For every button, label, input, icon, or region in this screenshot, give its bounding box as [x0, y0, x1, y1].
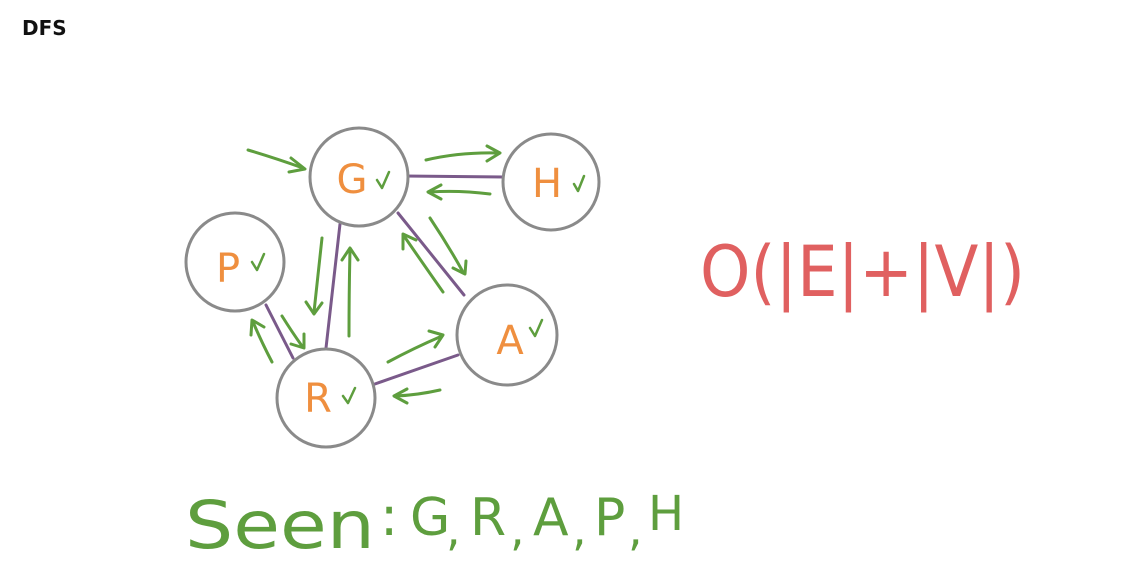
arrow-p-to-r [280, 314, 306, 350]
seen-line: Seen : G , R , A , P , H [185, 485, 684, 564]
arrow-g-to-r [304, 236, 324, 316]
seen-separator: , [572, 502, 587, 556]
arrow-h-to-g [426, 183, 492, 201]
node-circle [275, 347, 377, 449]
arrow-g-to-h [424, 144, 502, 163]
node-r: R [275, 347, 377, 449]
arrow-r-to-g [340, 246, 360, 338]
seen-item: A [533, 488, 569, 548]
arrow-start-to-g [246, 148, 307, 174]
seen-item: R [470, 488, 506, 548]
check-icon [572, 174, 586, 193]
seen-separator: , [446, 502, 461, 556]
seen-item: G [410, 488, 450, 548]
arrow-a-to-g [401, 232, 445, 294]
node-h: H [501, 132, 601, 232]
edge-r-a [370, 353, 460, 387]
node-label: H [532, 161, 562, 207]
node-circle [308, 126, 410, 228]
node-circle [184, 211, 286, 313]
node-label: P [216, 246, 240, 292]
check-icon [250, 252, 266, 272]
node-p: P [184, 211, 286, 313]
edge-g-h [402, 174, 506, 179]
node-label: A [496, 318, 524, 364]
arrow-r-to-p [249, 318, 274, 364]
node-a: A [455, 283, 559, 387]
complexity-label: O(|E|+|V|) [700, 231, 1025, 313]
seen-item: H [648, 486, 684, 542]
node-label: G [337, 157, 368, 203]
edges [264, 174, 506, 387]
edge-p-r [264, 303, 295, 360]
node-circle [455, 283, 559, 387]
node-label: R [304, 376, 332, 422]
seen-label: Seen [185, 487, 375, 564]
node-circle [501, 132, 601, 232]
seen-separator: , [510, 502, 525, 556]
seen-colon: : [380, 485, 398, 548]
seen-separator: , [628, 502, 643, 556]
arrow-g-to-a [428, 216, 468, 276]
check-icon [528, 318, 544, 338]
node-g: G [308, 126, 410, 228]
edge-g-a [396, 211, 466, 297]
arrow-a-to-r [392, 387, 442, 405]
traversal-arrows [246, 144, 502, 405]
page-title: DFS [22, 16, 67, 40]
check-icon [341, 386, 357, 405]
check-icon [375, 170, 391, 190]
arrow-r-to-a [386, 329, 445, 364]
edge-g-r [324, 222, 342, 350]
seen-item: P [594, 488, 625, 548]
